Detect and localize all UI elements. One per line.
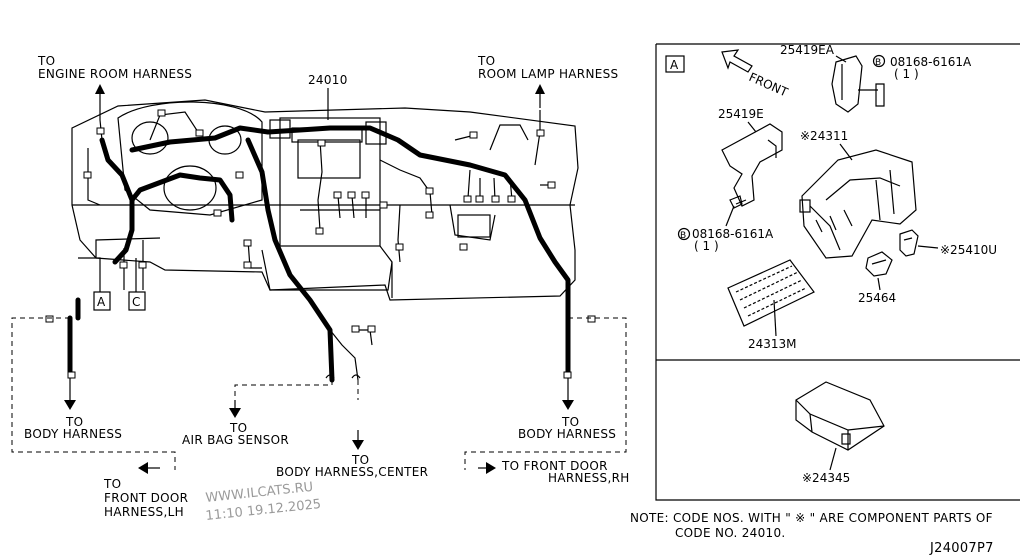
front-door-lh-line2[interactable]: HARNESS,LH bbox=[104, 505, 184, 519]
front-door-lh-to: TO bbox=[103, 477, 121, 491]
part-24313m[interactable]: 24313M bbox=[748, 337, 797, 351]
relay-25464 bbox=[865, 251, 893, 277]
leader-24311 bbox=[839, 143, 853, 161]
front-door-rh-line1[interactable]: TO FRONT DOOR bbox=[501, 459, 608, 473]
engine-room-to: TO bbox=[37, 54, 55, 68]
engine-room-harness-label[interactable]: ENGINE ROOM HARNESS bbox=[38, 67, 192, 81]
callout-box-a bbox=[93, 291, 111, 311]
front-arrow-icon bbox=[721, 49, 753, 73]
note-line1: NOTE: CODE NOS. WITH " ※ " ARE COMPONENT… bbox=[630, 511, 993, 525]
leader-25464 bbox=[877, 277, 881, 291]
direction-arrows bbox=[64, 84, 574, 474]
body-harness-center-label[interactable]: BODY HARNESS,CENTER bbox=[276, 465, 428, 479]
detail-a-label[interactable]: A bbox=[670, 58, 679, 72]
front-label: FRONT bbox=[747, 70, 791, 100]
air-bag-sensor-label[interactable]: AIR BAG SENSOR bbox=[182, 433, 289, 447]
part-25419e[interactable]: 25419E bbox=[718, 107, 764, 121]
body-harness-right-label[interactable]: BODY HARNESS bbox=[518, 427, 616, 441]
body-harness-center-to: TO bbox=[351, 453, 369, 467]
leader-25419e bbox=[747, 121, 757, 133]
leader-24345 bbox=[829, 447, 837, 471]
bolt-marker-bottom-label: B bbox=[680, 231, 686, 241]
bolt-marker-top-label: B bbox=[875, 58, 881, 68]
leader-25410u bbox=[917, 245, 939, 249]
bolt-marker-bottom bbox=[677, 227, 691, 241]
body-harness-right-to: TO bbox=[561, 415, 579, 429]
part-24311[interactable]: ※24311 bbox=[800, 129, 848, 143]
leader-bolt-bottom bbox=[725, 205, 735, 227]
leader-24313m bbox=[773, 299, 777, 337]
cover-24345 bbox=[795, 381, 885, 451]
label-plate-24313m bbox=[727, 259, 815, 327]
part-bolt-bottom-qty: ( 1 ) bbox=[694, 239, 719, 253]
detail-box-a bbox=[665, 55, 685, 73]
wiring-harness bbox=[67, 108, 571, 383]
callout-a-label[interactable]: A bbox=[97, 295, 106, 309]
callout-c-label[interactable]: C bbox=[132, 295, 140, 309]
bracket-25419ea bbox=[831, 55, 885, 113]
part-number-24010[interactable]: 24010 bbox=[308, 73, 348, 87]
part-25419ea[interactable]: 25419EA bbox=[780, 43, 835, 57]
air-bag-to: TO bbox=[229, 421, 247, 435]
part-bolt-bottom[interactable]: 08168-6161A bbox=[692, 227, 774, 241]
note-line2: CODE NO. 24010. bbox=[675, 526, 786, 540]
room-lamp-to: TO bbox=[477, 54, 495, 68]
room-lamp-harness-label[interactable]: ROOM LAMP HARNESS bbox=[478, 67, 618, 81]
bolt-marker-top bbox=[872, 54, 886, 68]
part-bolt-top-qty: ( 1 ) bbox=[894, 67, 919, 81]
connectors bbox=[45, 109, 596, 379]
bolt-bottom-icon bbox=[729, 195, 747, 209]
leader-a bbox=[78, 257, 101, 292]
body-harness-left-label[interactable]: BODY HARNESS bbox=[24, 427, 122, 441]
part-24345[interactable]: ※24345 bbox=[802, 471, 850, 485]
part-25464[interactable]: 25464 bbox=[858, 291, 896, 305]
relay-25410u bbox=[899, 229, 919, 257]
leader-25419ea bbox=[835, 55, 847, 63]
bracket-25419e bbox=[721, 123, 783, 207]
relay-block-24311 bbox=[799, 149, 917, 259]
dashed-routing bbox=[11, 317, 627, 470]
part-25410u[interactable]: ※25410U bbox=[940, 243, 997, 257]
detail-panel bbox=[655, 43, 1020, 501]
diagram-id: J24007P7 bbox=[929, 541, 994, 556]
part-bolt-top[interactable]: 08168-6161A bbox=[890, 55, 972, 69]
body-harness-left-to: TO bbox=[65, 415, 83, 429]
callout-box-c bbox=[128, 291, 146, 311]
front-door-lh-line1[interactable]: FRONT DOOR bbox=[104, 491, 188, 505]
front-door-rh-line2[interactable]: HARNESS,RH bbox=[548, 471, 630, 485]
